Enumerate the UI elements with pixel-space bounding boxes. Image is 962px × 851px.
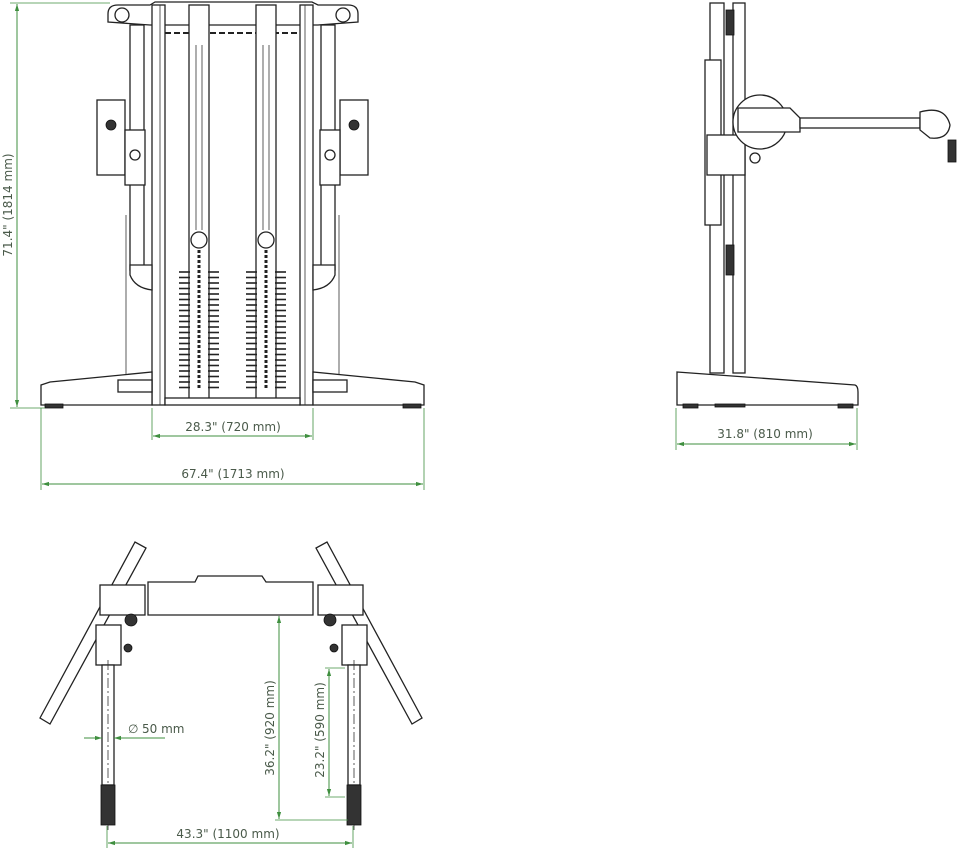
right-diagonal-arm <box>315 541 423 725</box>
arm-reach-label: 36.2" (920 mm) <box>263 680 277 776</box>
arm-spread-dimension: 43.3" (1100 mm) <box>106 826 354 848</box>
inner-width-label: 28.3" (720 mm) <box>185 420 281 434</box>
side-depth-dimension: 31.8" (810 mm) <box>675 408 858 450</box>
front-height-dimension: 71.4" (1814 mm) <box>1 2 110 409</box>
left-weight-stack <box>179 250 219 390</box>
right-carriage <box>339 99 369 176</box>
stack-pulley-icon <box>190 231 208 249</box>
height-label: 71.4" (1814 mm) <box>1 153 15 256</box>
arm-reach-dimension: 36.2" (920 mm) <box>263 616 348 821</box>
side-view <box>676 2 957 409</box>
pole-diameter-dimension: ∅ 50 mm <box>84 722 184 741</box>
diameter-label: 50 mm <box>142 722 184 736</box>
right-column <box>299 4 314 406</box>
right-weight-stack <box>246 250 286 390</box>
left-diagonal-arm <box>39 541 147 725</box>
top-view <box>39 541 423 830</box>
top-frame <box>107 1 359 26</box>
arm-offset-dimension: 23.2" (590 mm) <box>313 667 345 798</box>
top-frame-plan <box>147 575 314 616</box>
front-overall-width-dimension: 67.4" (1713 mm) <box>40 408 425 490</box>
left-column <box>151 4 166 406</box>
arm-offset-label: 23.2" (590 mm) <box>313 682 327 778</box>
pulley-icon <box>335 7 351 23</box>
stack-pulley-icon <box>257 231 275 249</box>
front-view <box>40 1 425 409</box>
diameter-symbol: ∅ <box>128 722 138 736</box>
front-inner-width-dimension: 28.3" (720 mm) <box>151 408 314 440</box>
side-arm <box>799 117 921 129</box>
arm-spread-label: 43.3" (1100 mm) <box>176 827 279 841</box>
overall-width-label: 67.4" (1713 mm) <box>181 467 284 481</box>
side-base <box>676 371 859 406</box>
top-view-dimensions: ∅ 50 mm 36.2" (920 mm) 23.2" (590 mm) 43… <box>84 616 354 848</box>
depth-label: 31.8" (810 mm) <box>717 427 813 441</box>
left-carriage <box>96 99 126 176</box>
pulley-icon <box>114 7 130 23</box>
